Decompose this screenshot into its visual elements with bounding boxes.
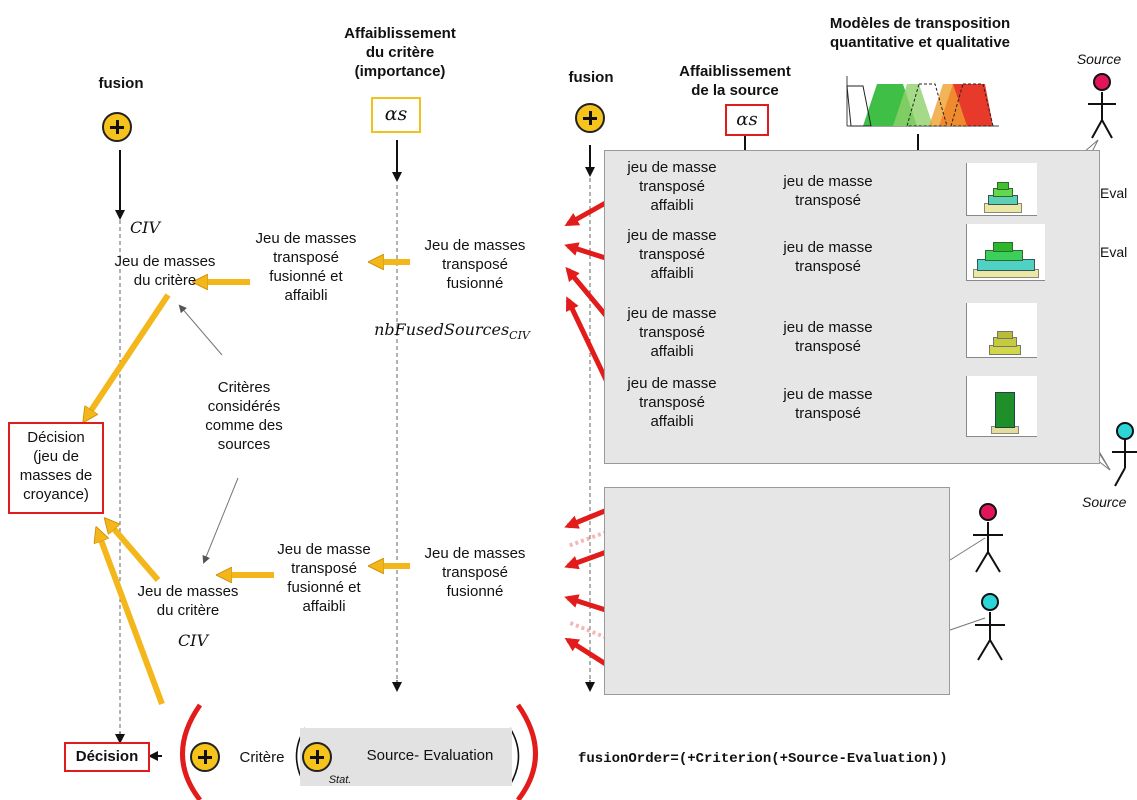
source-label-top: Source	[1076, 51, 1122, 67]
weak-criterion-header: Affaiblissement du critère (importance)	[344, 25, 456, 80]
civ-label-bottom: CIV	[177, 631, 209, 650]
fused-top: Jeu de masses transposé fusionné	[424, 237, 526, 292]
fusion-label-left: fusion	[98, 75, 144, 92]
source-evaluation-label: Source- Evaluation	[366, 747, 494, 764]
mini-chart-4	[966, 376, 1037, 437]
eval-label-2: Eval	[1100, 244, 1128, 260]
nb-fused-sources-label: nbFusedSourcesCIV	[374, 320, 530, 343]
sources-panel-bottom	[604, 487, 950, 695]
source-label-bottom: Source	[1082, 494, 1127, 510]
decision-final-box: Décision	[64, 742, 150, 772]
source-head-red-2	[979, 503, 997, 521]
source-head-cyan-2	[981, 593, 999, 611]
paren-right	[515, 703, 538, 800]
mini-chart-3	[966, 303, 1037, 358]
fused-weak-bottom: Jeu de masse transposé fusionné et affai…	[277, 541, 371, 615]
mini-chart-1	[966, 163, 1037, 216]
alpha-criterion-box: αs	[371, 97, 421, 133]
fused-weak-top: Jeu de masses transposé fusionné et affa…	[255, 230, 357, 304]
civ-label-top: CIV	[129, 218, 161, 237]
decision-belief-box: Décision (jeu de masses de croyance)	[8, 422, 104, 514]
stick-figures	[973, 92, 1137, 661]
stat-group	[300, 728, 512, 786]
fusion-plus-icon-bottom	[190, 742, 220, 772]
alpha-source-box: αs	[725, 104, 769, 136]
fusion-plus-icon-mid	[575, 103, 605, 133]
orange-arrows	[86, 262, 410, 706]
source-head-cyan	[1116, 422, 1134, 440]
masses-criterion-top: Jeu de masses du critère	[114, 253, 216, 289]
criteria-as-sources-note: Critères considérés comme des sources	[205, 379, 283, 453]
eval-label-1: Eval	[1100, 185, 1128, 201]
source-head-red	[1093, 73, 1111, 91]
mini-chart-2	[966, 224, 1045, 281]
transposition-model-chart	[843, 74, 1001, 134]
fusion-order-code: fusionOrder=(+Criterion(+Source-Evaluati…	[578, 751, 948, 767]
fusion-plus-icon-left	[102, 112, 132, 142]
criterion-label: Critère	[239, 749, 285, 766]
paren-left	[180, 703, 203, 800]
masses-criterion-bottom: Jeu de masses du critère	[137, 583, 239, 619]
weak-source-header: Affaiblissement de la source	[679, 63, 791, 99]
fusion-plus-icon-stat	[302, 742, 332, 772]
fusion-label-mid: fusion	[568, 69, 614, 86]
fused-bottom: Jeu de masses transposé fusionné	[424, 545, 526, 600]
models-header: Modèles de transposition quantitative et…	[829, 15, 1011, 51]
stat-label: Stat.	[328, 774, 352, 786]
